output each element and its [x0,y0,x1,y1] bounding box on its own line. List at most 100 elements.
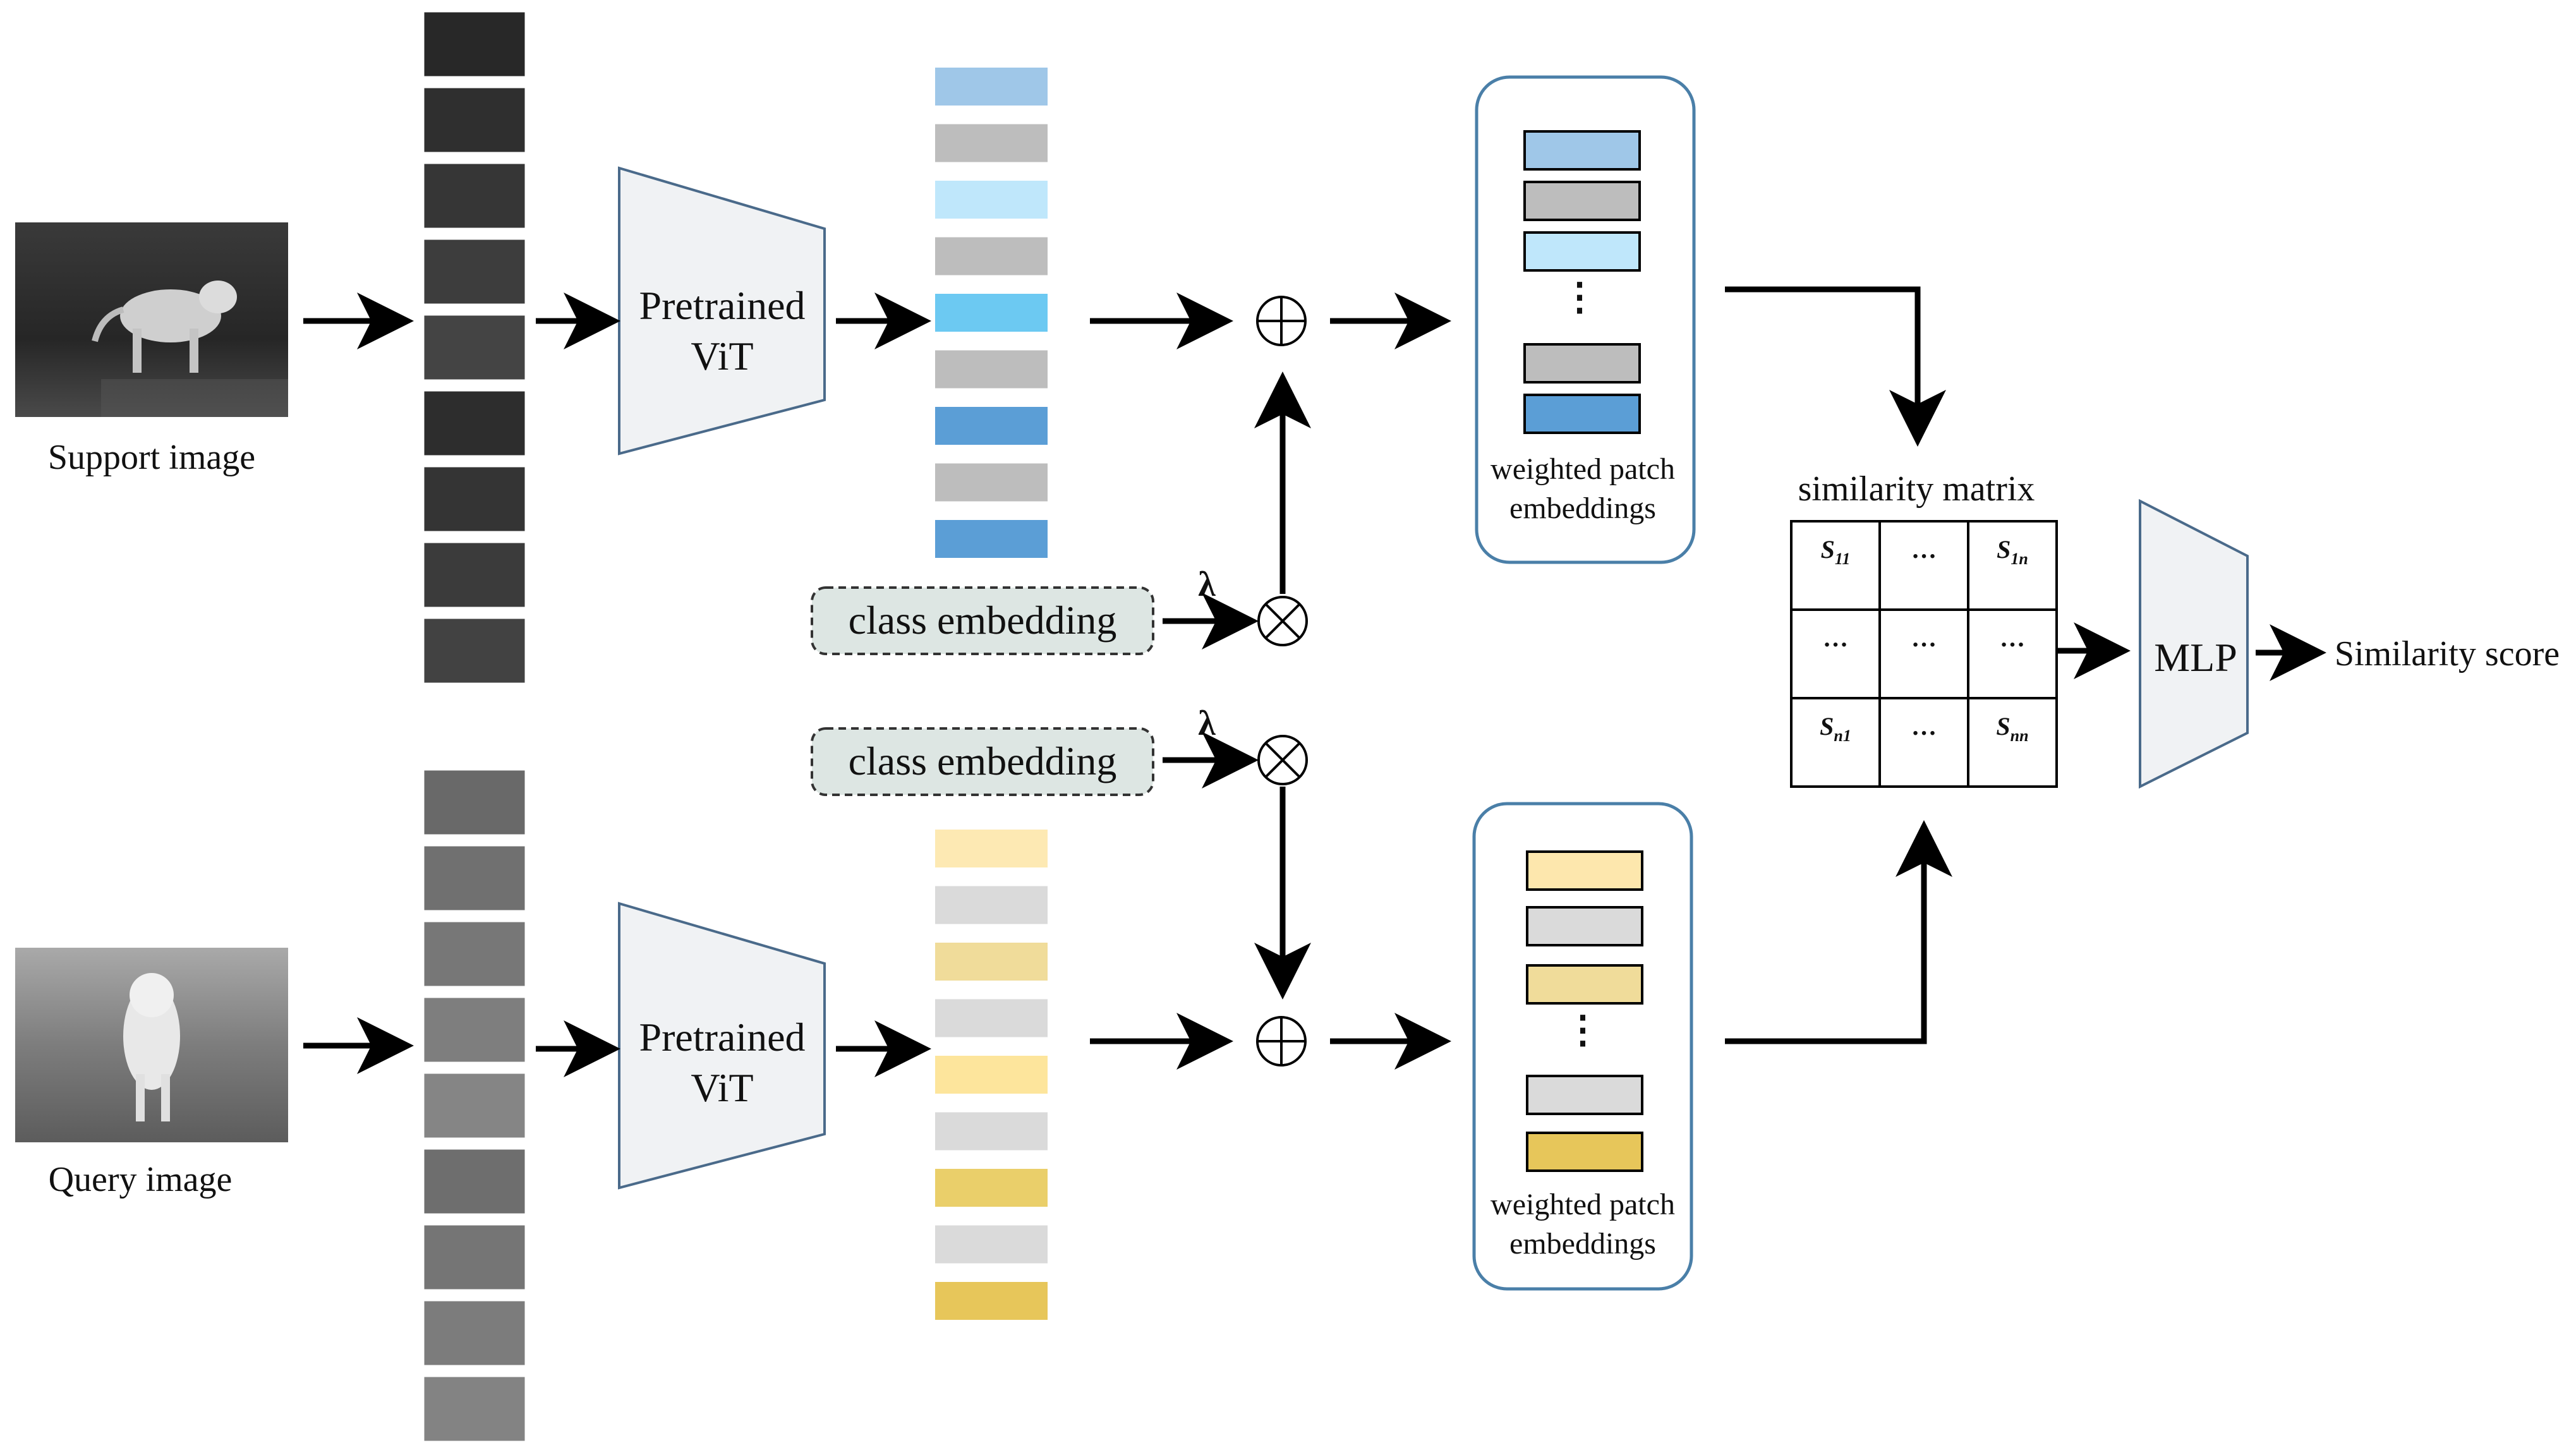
matrix-cell [1790,520,1881,611]
similarity-matrix-title: similarity matrix [1798,469,2035,509]
image-patch [422,162,527,230]
patch-token [935,1169,1048,1207]
image-patch [422,920,527,988]
image-patch [422,86,527,154]
query-weighted-panel: ⋮ weighted patch embeddings [1472,802,1693,1291]
image-patch [422,541,527,609]
support-class-embedding: class embedding [811,586,1154,655]
query-add-op [1256,1016,1307,1066]
query-arrows [303,732,1952,1077]
support-multiply-op [1257,596,1308,646]
query-encoder: Pretrained ViT [618,902,826,1190]
support-patch-strip [422,10,527,685]
image-patch [422,768,527,837]
matrix-cell-text: … [1911,535,1937,564]
mlp-label: MLP [2154,635,2237,680]
query-class-embedding: class embedding [811,727,1154,796]
similarity-matrix: S11…S1n………Sn1…Snn [1790,520,2058,788]
image-patch [422,1072,527,1140]
patch-token [935,350,1048,389]
weighted-embedding [1523,181,1641,221]
matrix-cell-text: … [2000,624,2025,652]
patch-token [935,1225,1048,1264]
query-patch-tokens [935,830,1048,1320]
weighted-embedding [1526,1132,1643,1172]
query-patch-strip [422,768,527,1443]
query-class-embedding-label: class embedding [849,739,1117,783]
weighted-embedding [1523,343,1641,384]
support-image [15,222,288,417]
query-vertical-ellipsis: ⋮ [1564,1009,1602,1051]
patch-token [935,407,1048,445]
patch-token [935,237,1048,275]
support-weighted-panel: ⋮ weighted patch embeddings [1475,75,1696,564]
weighted-embedding [1523,231,1641,272]
patch-token [935,830,1048,867]
weighted-embedding [1523,130,1641,171]
weighted-embedding [1523,394,1641,434]
image-patch [422,1375,527,1443]
matrix-cell-text: … [1823,624,1848,652]
support-arrows [303,286,1946,649]
weighted-embedding [1526,906,1643,946]
support-class-embedding-label: class embedding [849,598,1117,643]
matrix-cell [1790,697,1881,788]
patch-token [935,68,1048,106]
support-patch-tokens [935,68,1048,558]
matrix-cell [1878,608,1969,699]
patch-token [935,463,1048,502]
weighted-embedding [1526,1075,1643,1115]
patch-token [935,1282,1048,1320]
patch-token [935,943,1048,981]
query-weighted-label-line2: embeddings [1509,1227,1656,1260]
support-encoder: Pretrained ViT [618,166,826,456]
patch-token [935,886,1048,924]
patch-token [935,181,1048,219]
support-encoder-label-line2: ViT [691,334,753,378]
query-encoder-label-line1: Pretrained [639,1015,806,1060]
image-patch [422,1147,527,1216]
support-image-label: Support image [48,438,255,477]
support-add-op [1256,296,1307,346]
matrix-cell-text: … [1911,712,1937,740]
matrix-cell-text: … [1911,624,1937,652]
patch-token [935,1056,1048,1094]
patch-token [935,294,1048,332]
weighted-embedding [1526,850,1643,891]
image-patch [422,617,527,685]
matrix-cell [1878,697,1969,788]
matrix-cell [1790,608,1881,699]
support-weighted-label-line2: embeddings [1509,492,1656,525]
image-patch [422,238,527,306]
mlp-block: MLP [2139,498,2249,789]
query-lambda: λ [1198,704,1216,743]
matrix-cell [1967,697,2058,788]
support-vertical-ellipsis: ⋮ [1561,276,1599,318]
matrix-cell [1878,520,1969,611]
image-patch [422,465,527,533]
support-encoder-label-line1: Pretrained [639,283,806,328]
image-patch [422,1299,527,1367]
image-patch [422,844,527,912]
query-image-label: Query image [49,1160,233,1199]
query-multiply-op [1257,735,1308,785]
image-patch [422,313,527,382]
matrix-cell [1967,520,2058,611]
weighted-embedding [1526,964,1643,1005]
query-encoder-label-line2: ViT [691,1065,753,1110]
similarity-score-label: Similarity score [2335,634,2560,674]
image-patch [422,996,527,1064]
query-weighted-label-line1: weighted patch [1491,1188,1675,1221]
patch-token [935,124,1048,162]
query-image [15,948,288,1142]
image-patch [422,389,527,457]
support-lambda: λ [1198,565,1216,604]
image-patch [422,1223,527,1291]
image-patch [422,10,527,78]
support-weighted-label-line1: weighted patch [1491,452,1675,486]
matrix-cell [1967,608,2058,699]
patch-token [935,520,1048,558]
patch-token [935,999,1048,1037]
patch-token [935,1112,1048,1151]
